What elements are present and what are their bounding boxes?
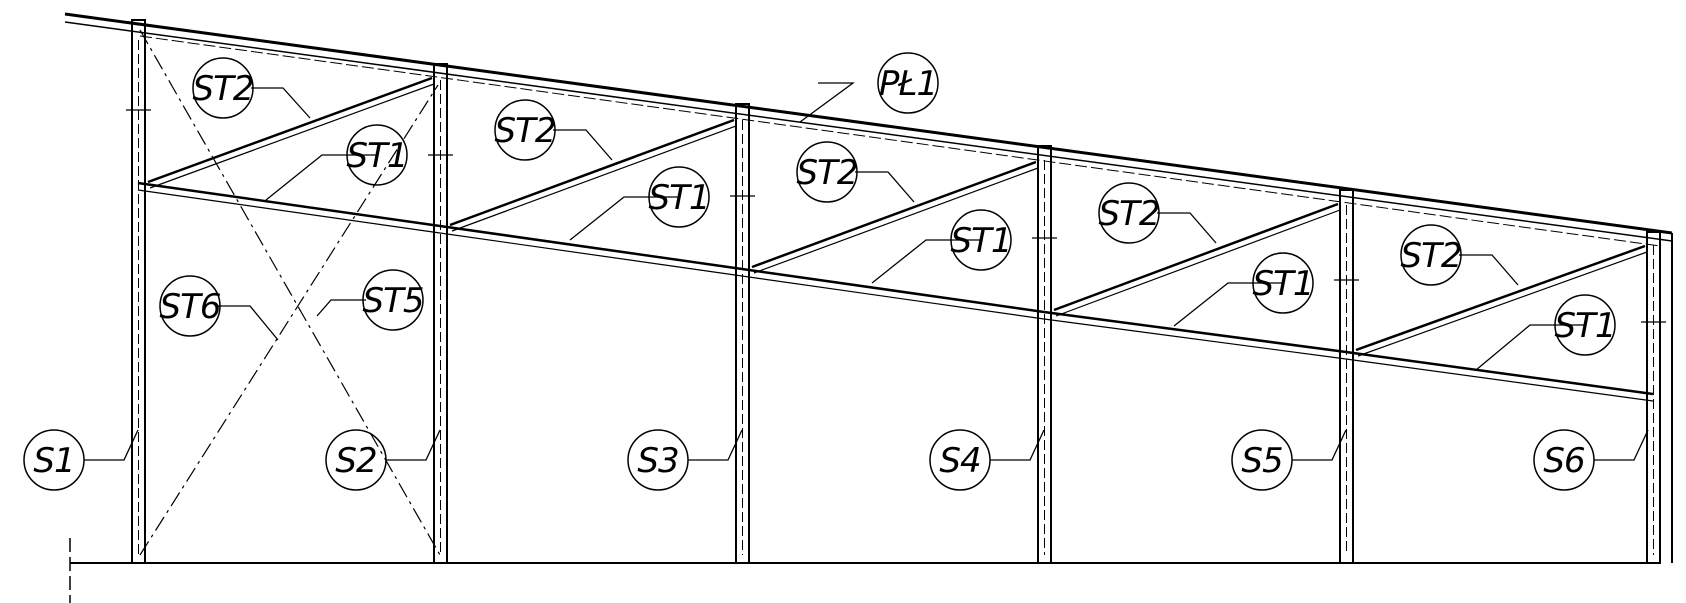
svg-text:ST6: ST6 [160, 287, 221, 327]
svg-text:S5: S5 [1241, 441, 1282, 481]
svg-text:S3: S3 [637, 441, 678, 481]
column-s6 [1641, 231, 1666, 564]
svg-text:ST1: ST1 [951, 221, 1012, 261]
label-st2-bay5: ST2 [1400, 224, 1462, 286]
label-st2-bay2: ST2 [494, 99, 556, 161]
label-s3: S3 [627, 429, 689, 491]
label-s2: S2 [325, 429, 387, 491]
bracing-st1 [137, 181, 1654, 402]
column-s1 [126, 19, 151, 564]
svg-text:PŁ1: PŁ1 [879, 64, 937, 104]
svg-text:ST2: ST2 [193, 69, 254, 109]
label-s6: S6 [1533, 429, 1595, 491]
svg-text:S4: S4 [939, 441, 980, 481]
svg-text:ST2: ST2 [495, 111, 556, 151]
roof-chord-pl1 [64, 12, 1673, 563]
label-st1-bay2: ST1 [648, 166, 710, 228]
leader-lines [84, 82, 1649, 461]
column-s2 [428, 63, 453, 564]
column-s5 [1334, 189, 1359, 564]
label-s4: S4 [929, 429, 991, 491]
label-st1-bay4: ST1 [1252, 252, 1314, 314]
column-s3 [730, 103, 755, 564]
label-st1-bay5: ST1 [1554, 294, 1616, 356]
cross-bracing-st5-st6 [139, 29, 441, 556]
label-s1: S1 [23, 429, 85, 491]
svg-text:ST5: ST5 [363, 281, 424, 321]
label-s5: S5 [1231, 429, 1293, 491]
label-st1-bay3: ST1 [950, 209, 1012, 271]
svg-text:ST2: ST2 [1401, 236, 1462, 276]
svg-text:ST1: ST1 [1555, 306, 1616, 346]
svg-text:ST1: ST1 [1253, 264, 1314, 304]
label-st2-bay3: ST2 [796, 141, 858, 203]
label-pl1: PŁ1 [877, 52, 939, 114]
label-st2-bay1: ST2 [192, 57, 254, 119]
label-st1-bay1: ST1 [346, 124, 408, 186]
label-st6: ST6 [159, 275, 222, 337]
svg-text:S6: S6 [1543, 441, 1585, 481]
svg-text:ST2: ST2 [797, 153, 858, 193]
bracing-st2 [147, 76, 1648, 357]
svg-text:ST1: ST1 [347, 136, 408, 176]
svg-text:S1: S1 [33, 441, 74, 481]
label-st5: ST5 [362, 269, 424, 331]
svg-text:S2: S2 [335, 441, 376, 481]
label-st2-bay4: ST2 [1098, 182, 1160, 244]
svg-text:ST2: ST2 [1099, 194, 1160, 234]
column-s4 [1032, 145, 1057, 564]
svg-text:ST1: ST1 [649, 178, 710, 218]
